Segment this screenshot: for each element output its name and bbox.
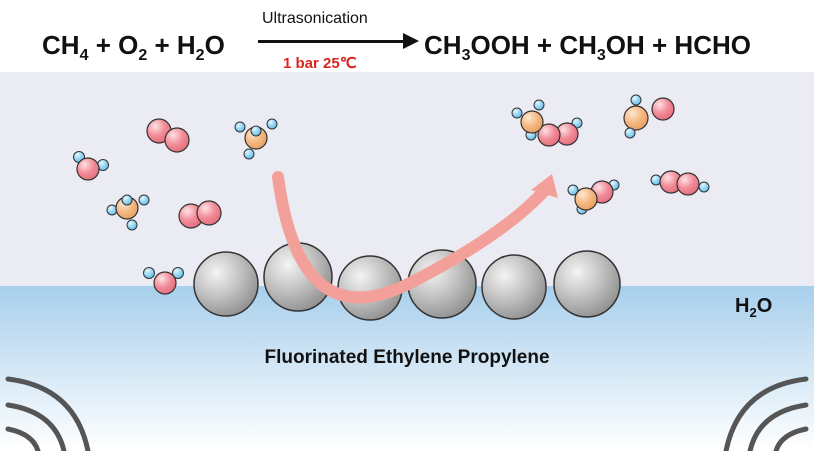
- molecule-o2: [178, 200, 222, 229]
- molecule-ch4: [106, 194, 150, 231]
- molecule-o2: [650, 170, 710, 196]
- fep-sphere: [481, 254, 547, 320]
- conversion-arrow: [272, 171, 558, 304]
- condition-pressure-temperature: 1 bar 25℃: [283, 55, 357, 72]
- fep-sphere: [553, 250, 621, 318]
- material-label: Fluorinated Ethylene Propylene: [264, 347, 550, 368]
- water-label: H2O: [735, 295, 773, 320]
- sound-wave-icon: [723, 376, 809, 451]
- reactant-term: CH4: [42, 30, 89, 65]
- products: CH3OOH + CH3OH + HCHO: [424, 30, 751, 65]
- product-term: CH3: [424, 30, 471, 65]
- product-term: OOH + CH3: [470, 30, 606, 65]
- molecule-ch3oh: [567, 179, 620, 215]
- fep-sphere: [193, 251, 259, 317]
- fep-spheres: [193, 242, 621, 321]
- reaction-arrow-line: [258, 40, 406, 43]
- product-term: OH + HCHO: [605, 30, 751, 60]
- molecule-o2: [146, 118, 190, 153]
- water-region: [0, 286, 814, 451]
- reactants: CH4 + O2 + H2O: [42, 30, 225, 65]
- reactant-term: O: [204, 30, 225, 60]
- molecule-h2o: [73, 151, 109, 181]
- molecule-ch3ooh: [511, 99, 583, 147]
- reaction-arrow-head: [403, 33, 419, 49]
- sound-wave-icon: [5, 376, 91, 451]
- reaction-equation: CH4 + O2 + H2O Ultrasonication 1 bar 25℃…: [0, 0, 814, 72]
- reaction-scene: [0, 72, 814, 451]
- reactant-term: + O2: [88, 30, 148, 65]
- molecule-h2o: [143, 267, 184, 295]
- reactant-term: + H2: [147, 30, 205, 65]
- condition-ultrasonication: Ultrasonication: [262, 10, 368, 27]
- molecule-ch4: [234, 118, 278, 160]
- molecule-hcho: [623, 94, 675, 139]
